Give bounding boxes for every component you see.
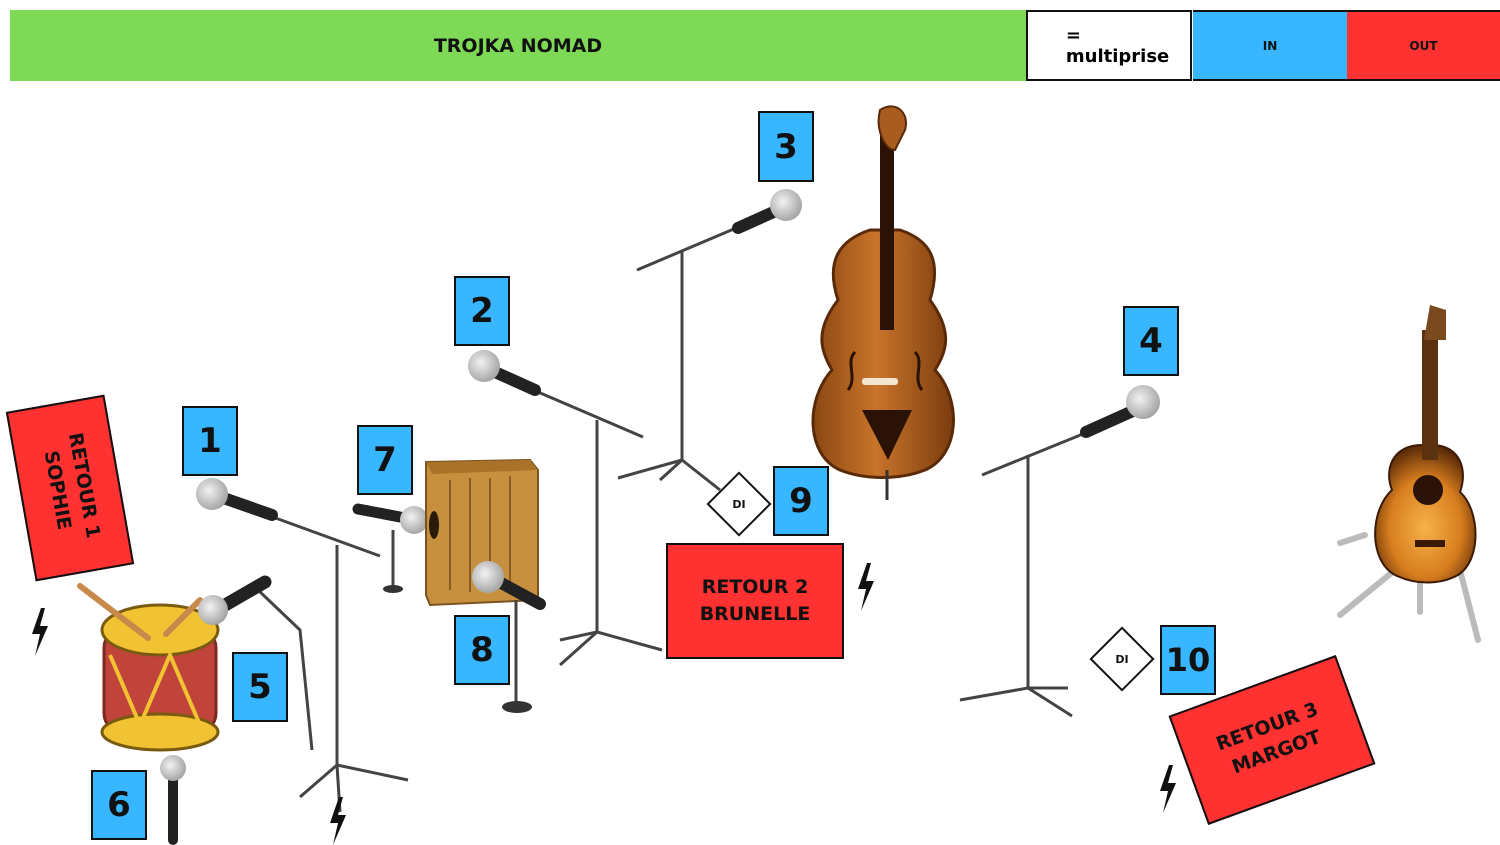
lightning-bolt-icon	[858, 563, 874, 611]
microphone-6	[160, 755, 186, 845]
legend-in: IN	[1193, 10, 1347, 81]
microphone-8	[472, 561, 546, 713]
di-label: DI	[1115, 652, 1129, 666]
microphone-5	[213, 575, 314, 751]
input-number-2: 2	[454, 276, 510, 346]
input-number-7: 7	[357, 425, 413, 495]
cajon-icon	[425, 458, 539, 607]
input-number-9: 9	[773, 466, 829, 536]
monitor-retour-2-line1: RETOUR 2	[701, 576, 809, 598]
microphone-7	[352, 503, 428, 593]
microphone-1	[196, 478, 278, 521]
lightning-bolt-icon	[32, 608, 48, 656]
microphone-4	[1080, 385, 1160, 438]
legend-out: OUT	[1347, 10, 1500, 81]
monitor-retour-2-line2: BRUNELLE	[699, 603, 811, 625]
legend-multiprise-label: = multiprise	[1065, 24, 1170, 67]
input-number-1: 1	[182, 406, 238, 476]
drum-icon	[77, 583, 220, 752]
input-number-10: 10	[1160, 625, 1216, 695]
microphone-3	[732, 189, 802, 234]
input-number-6: 6	[91, 770, 147, 840]
input-number-4: 4	[1123, 306, 1179, 376]
page-title: TROJKA NOMAD	[10, 10, 1026, 81]
lightning-bolt-icon	[1038, 22, 1060, 70]
input-number-3: 3	[758, 111, 814, 182]
input-number-5: 5	[232, 652, 288, 722]
di-label: DI	[732, 497, 746, 511]
input-number-8: 8	[454, 615, 510, 685]
monitor-retour-2: RETOUR 2 BRUNELLE	[666, 543, 844, 659]
double-bass-icon	[811, 105, 955, 500]
lightning-bolt-icon	[1160, 765, 1176, 813]
legend-multiprise: = multiprise	[1026, 10, 1192, 81]
acoustic-guitar-icon	[1337, 305, 1481, 643]
mic-stand-4	[959, 421, 1111, 718]
lightning-bolt-icon	[330, 797, 346, 845]
mic-stand-3	[617, 218, 756, 492]
microphone-2	[468, 350, 541, 396]
